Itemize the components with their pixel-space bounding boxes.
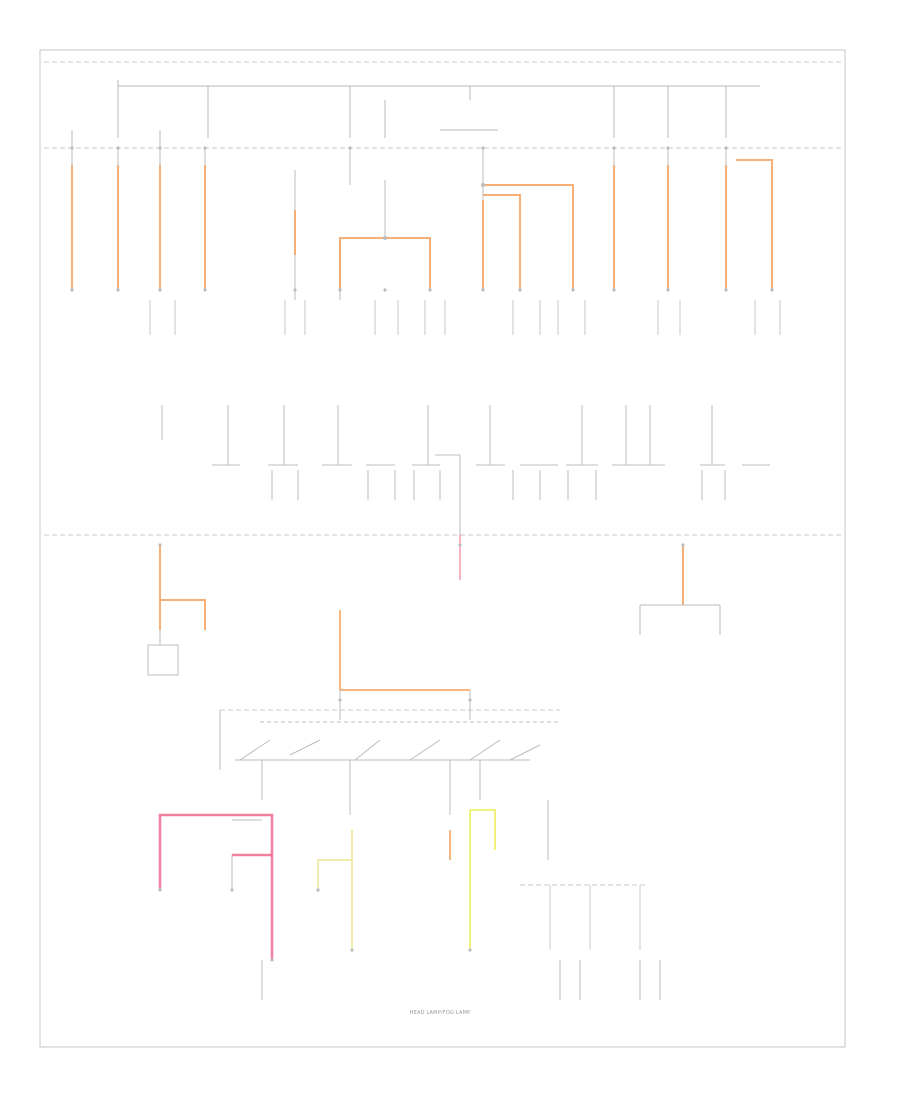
bottom-left-block	[147, 545, 206, 676]
row1-grey-feeds	[71, 148, 727, 300]
diagram-frame	[39, 49, 846, 1048]
right-feed	[639, 545, 721, 635]
row1-terminals	[70, 146, 774, 292]
row1-connectors	[149, 300, 781, 335]
bottom-caption: HEAD LAMP/FOG LAMP	[409, 1010, 471, 1016]
row2-circuits	[161, 405, 770, 535]
switch-contacts	[235, 721, 560, 860]
lower-terminals	[158, 543, 685, 962]
bottom-colored-wires	[158, 809, 661, 1000]
center-feed	[219, 535, 471, 770]
dashed-separators	[44, 61, 842, 886]
top-bus	[71, 80, 760, 148]
row1-orange-wires	[71, 159, 773, 290]
